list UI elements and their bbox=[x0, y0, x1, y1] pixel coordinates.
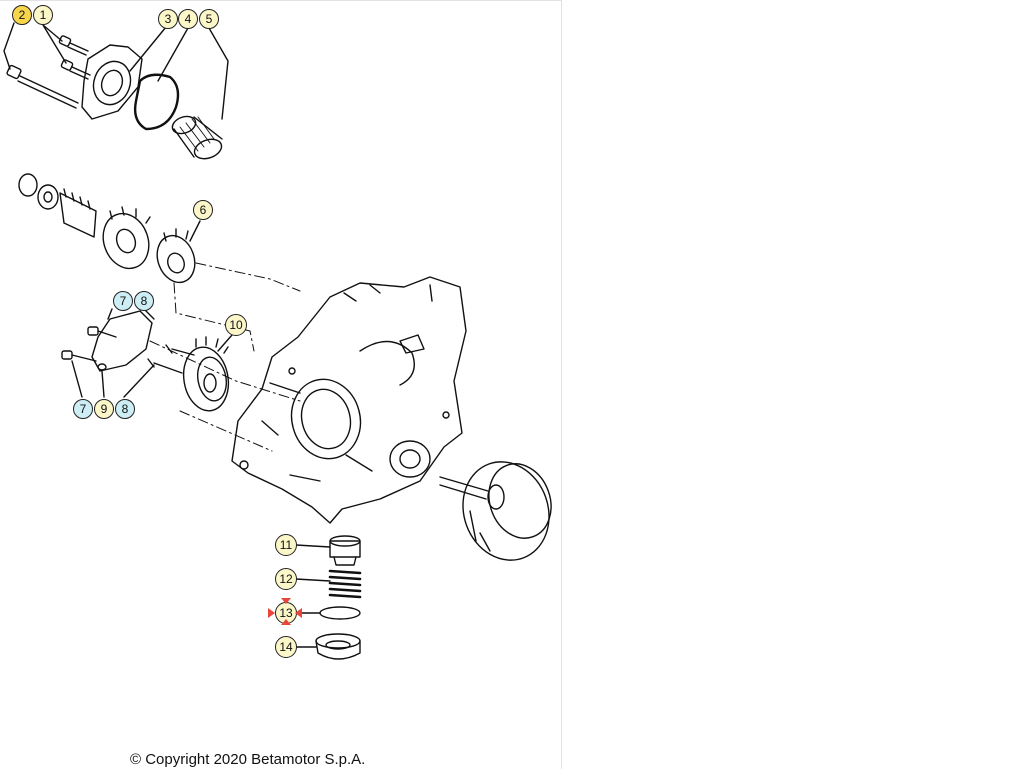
leader-line bbox=[129, 26, 167, 72]
callout-12[interactable]: 12 bbox=[275, 568, 297, 590]
centre-line bbox=[173, 282, 255, 352]
callout-10[interactable]: 10 bbox=[225, 314, 247, 336]
gasket-part bbox=[133, 73, 180, 131]
selection-arrow-right-icon bbox=[295, 608, 302, 618]
copyright-notice: © Copyright 2020 Betamotor S.p.A. bbox=[130, 751, 366, 768]
callout-4[interactable]: 4 bbox=[178, 9, 198, 29]
callout-3[interactable]: 3 bbox=[158, 9, 178, 29]
pump-cover-plate-part bbox=[91, 310, 153, 372]
rotor-part bbox=[439, 461, 552, 561]
oil-filter-part bbox=[171, 115, 223, 160]
leader-line bbox=[71, 360, 155, 398]
pump-gear-part bbox=[182, 336, 230, 412]
centre-line bbox=[149, 340, 301, 402]
callout-7-lower[interactable]: 7 bbox=[73, 399, 93, 419]
leader-line bbox=[42, 24, 67, 64]
callout-5[interactable]: 5 bbox=[199, 9, 219, 29]
callout-1[interactable]: 1 bbox=[33, 5, 53, 25]
leader-line bbox=[189, 220, 201, 242]
pump-bolt-part bbox=[61, 326, 195, 374]
callout-2[interactable]: 2 bbox=[12, 5, 32, 25]
callout-7-upper[interactable]: 7 bbox=[113, 291, 133, 311]
exploded-parts-diagram: 2 1 3 4 5 6 7 8 10 7 9 8 11 12 13 14 © C… bbox=[0, 0, 562, 769]
short-bolt-part bbox=[58, 35, 91, 80]
leader-line bbox=[295, 578, 331, 582]
drain-plug-part bbox=[329, 535, 361, 566]
crankcase-part bbox=[231, 276, 467, 524]
callout-8-lower[interactable]: 8 bbox=[115, 399, 135, 419]
filter-screen-part bbox=[315, 633, 361, 660]
centre-line bbox=[195, 262, 301, 292]
parts-drawing bbox=[3, 22, 552, 660]
leader-line bbox=[157, 27, 189, 82]
selection-arrow-left-icon bbox=[268, 608, 275, 618]
selection-arrow-bottom-icon bbox=[281, 619, 291, 625]
leader-line bbox=[208, 27, 229, 120]
callout-8-upper[interactable]: 8 bbox=[134, 291, 154, 311]
spring-part bbox=[328, 569, 362, 599]
leader-line bbox=[3, 22, 15, 70]
o-ring-part bbox=[319, 606, 361, 620]
leader-line bbox=[217, 334, 233, 352]
callout-14[interactable]: 14 bbox=[275, 636, 297, 658]
selection-arrow-top-icon bbox=[281, 598, 291, 604]
gear-train-part bbox=[18, 173, 196, 284]
long-bolt-part bbox=[6, 64, 79, 109]
centre-line bbox=[179, 410, 273, 452]
callout-11[interactable]: 11 bbox=[275, 534, 297, 556]
leader-line bbox=[295, 544, 331, 548]
oil-filter-cover-part bbox=[81, 44, 143, 120]
callout-6[interactable]: 6 bbox=[193, 200, 213, 220]
callout-9[interactable]: 9 bbox=[94, 399, 114, 419]
empty-right-area bbox=[562, 0, 1025, 769]
